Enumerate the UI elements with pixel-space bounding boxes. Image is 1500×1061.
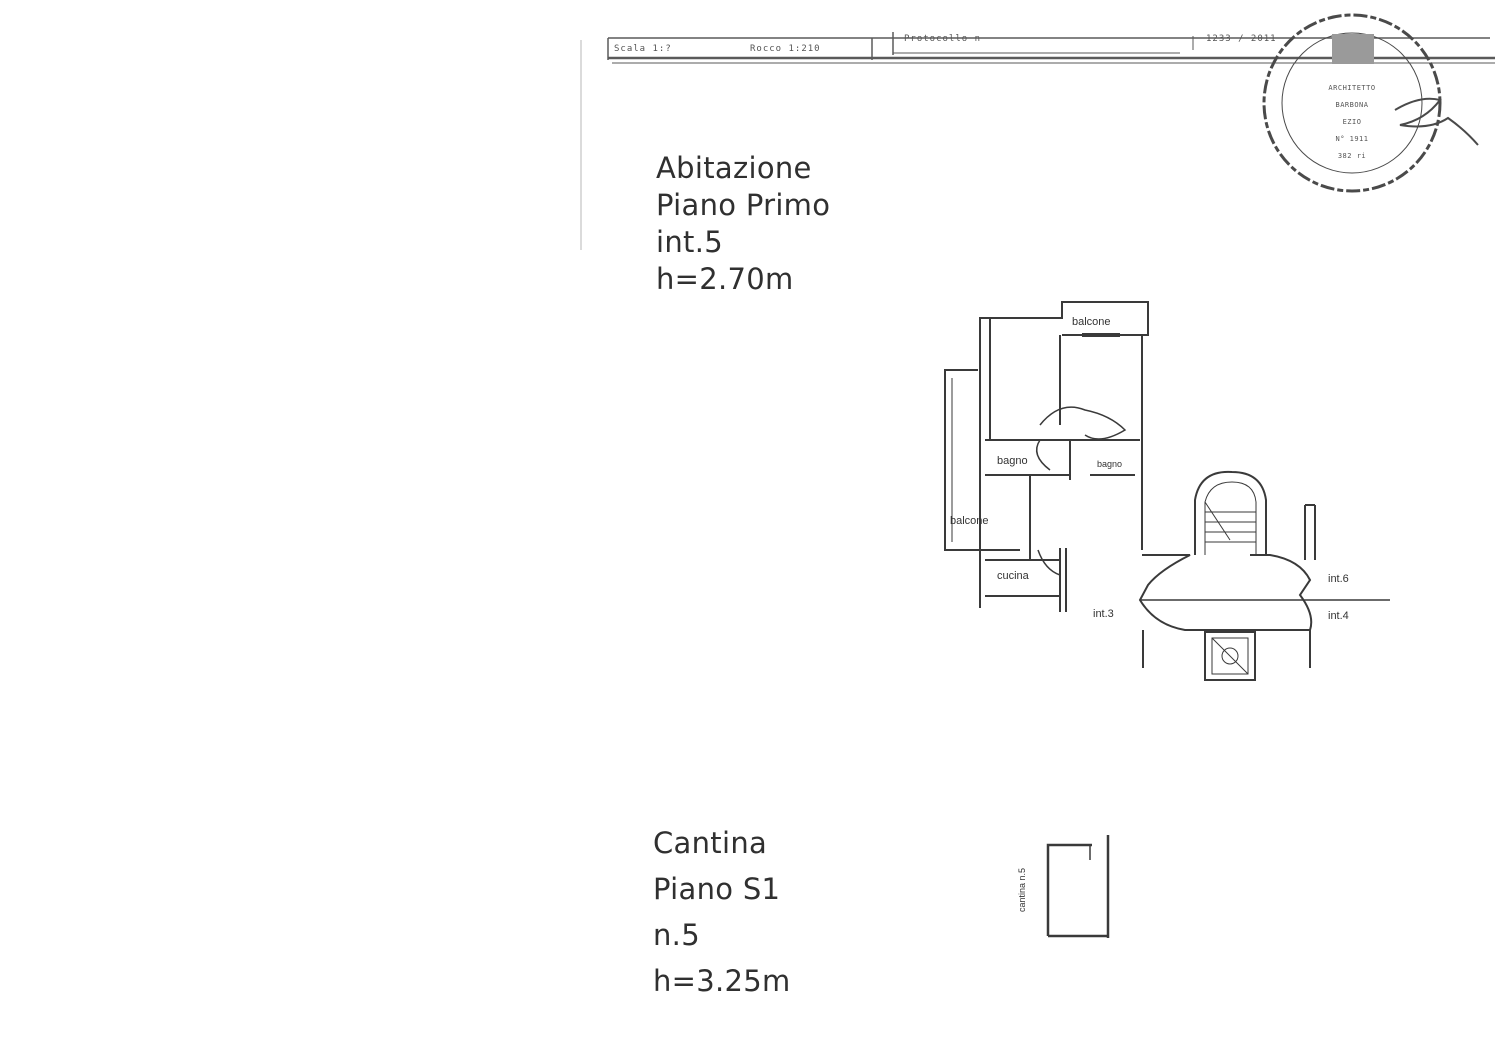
- cellar-line: Cantina: [653, 826, 768, 860]
- dwelling-line: Abitazione: [656, 151, 812, 185]
- cellar-line: n.5: [653, 918, 700, 952]
- scale-label: Scala 1:?: [614, 44, 672, 54]
- architect-stamp: [1262, 13, 1479, 193]
- label-unit-4: int.4: [1328, 610, 1349, 622]
- stamp-line: EZIO: [1342, 118, 1362, 126]
- cellar-line: Piano S1: [653, 872, 781, 906]
- stamp-line: BARBONA: [1335, 101, 1369, 109]
- dwelling-line: h=2.70m: [656, 262, 794, 296]
- sheet-label: Rocco 1:210: [750, 44, 821, 54]
- stamp-line: ARCHITETTO: [1328, 84, 1376, 92]
- stamp-line: N° 1911: [1335, 135, 1369, 143]
- cellar-line: h=3.25m: [653, 964, 791, 998]
- label-unit-6: int.6: [1328, 573, 1349, 585]
- cellar-description: Cantina Piano S1 n.5 h=3.25m: [653, 820, 791, 1004]
- page-label: 1233 / 2011: [1206, 34, 1277, 44]
- dwelling-line: Piano Primo: [656, 188, 831, 222]
- protocol-label: Protocollo n: [904, 34, 982, 44]
- label-bathroom-2: bagno: [1097, 459, 1123, 469]
- cellar-plan: [1046, 835, 1110, 938]
- cellar-side-label: cantina n.5: [1017, 867, 1028, 913]
- label-bathroom-1: bagno: [997, 455, 1028, 467]
- label-balcony-top: balcone: [1072, 316, 1111, 328]
- apartment-plan: [944, 301, 1390, 681]
- stamp-line: 382 ri: [1337, 152, 1367, 160]
- label-balcony-left: balcone: [950, 515, 989, 527]
- label-kitchen: cucina: [997, 570, 1029, 582]
- stamp-text: ARCHITETTO BARBONA EZIO N° 1911 382 ri: [1316, 80, 1388, 165]
- label-unit-3: int.3: [1093, 608, 1114, 620]
- dwelling-line: int.5: [656, 225, 723, 259]
- dwelling-description: Abitazione Piano Primo int.5 h=2.70m: [656, 150, 830, 298]
